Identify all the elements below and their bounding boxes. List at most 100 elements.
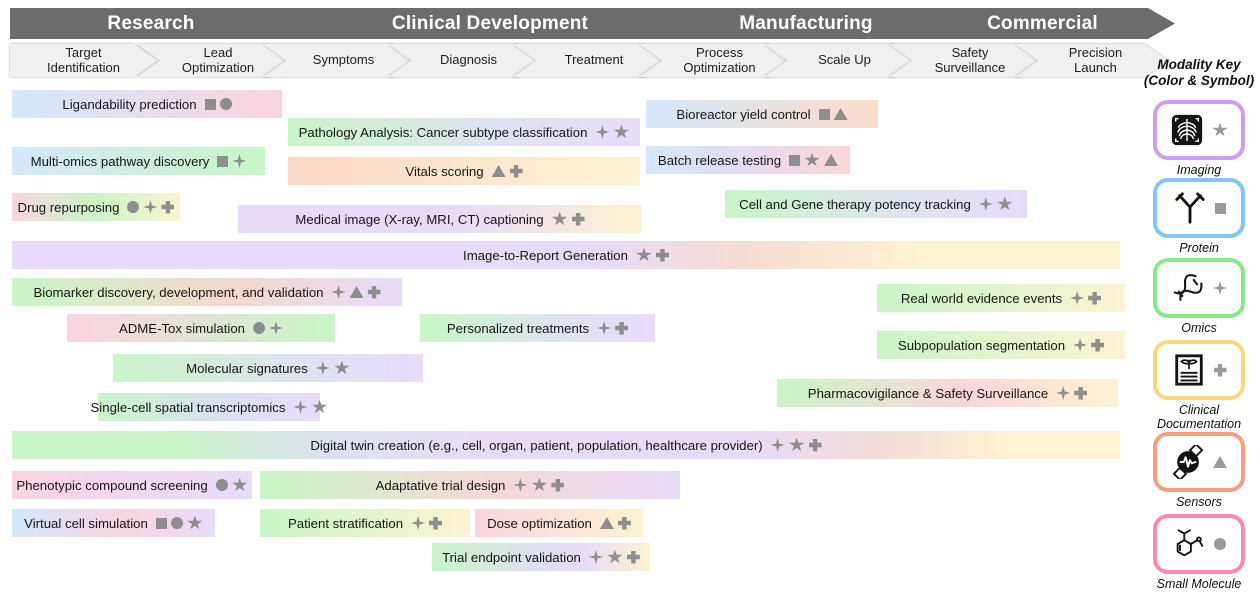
usecase-label: Phenotypic compound screening <box>16 477 208 493</box>
stage-chevron-wrap: Treatment <box>513 44 659 77</box>
phase-arrow-clinical-development: Clinical Development <box>268 8 702 39</box>
stage-chevron-wrap: Safety Surveillance <box>889 44 1035 77</box>
imaging-symbol-icon <box>997 196 1013 211</box>
clinical-documentation-symbol-icon <box>1088 291 1102 305</box>
clinical-documentation-symbol-icon <box>655 248 669 262</box>
omics-symbol-icon <box>513 478 528 492</box>
clinical-documentation-symbol-icon <box>626 550 640 564</box>
stage-chevron-wrap: Lead Optimization <box>137 44 283 77</box>
modality-symbols <box>599 516 631 530</box>
modality-symbols <box>978 196 1013 212</box>
modality-symbols <box>331 285 381 299</box>
omics-icon <box>1171 271 1205 305</box>
usecase-label: Ligandability prediction <box>62 96 197 112</box>
clinical-documentation-symbol-icon <box>617 516 631 530</box>
omics-symbol-icon <box>1070 291 1085 305</box>
usecase-bar: Bioreactor yield control <box>646 100 878 128</box>
usecase-label: Patient stratification <box>287 515 404 531</box>
usecase-bar: Image-to-Report Generation <box>12 241 1120 269</box>
sensors-symbol-icon <box>833 108 848 120</box>
small-molecule-icon <box>1172 527 1206 561</box>
usecase-bar: Vitals scoring <box>288 157 640 185</box>
stage-chevron-target-identification: Target Identification <box>10 44 157 77</box>
phase-arrow-research: Research <box>10 8 302 39</box>
clinical-documentation-symbol-icon <box>1074 386 1088 400</box>
usecase-bar: Patient stratification <box>260 509 470 537</box>
clinical-documentation-symbol-icon <box>571 212 585 226</box>
usecase-label: Digital twin creation (e.g., cell, organ… <box>310 437 763 453</box>
stage-chevron-wrap: Diagnosis <box>388 44 533 77</box>
usecase-label: Real world evidence events <box>900 290 1063 306</box>
key-box-small-molecule <box>1153 514 1245 574</box>
usecase-bar: Phenotypic compound screening <box>12 471 252 499</box>
stage-chevron-safety-surveillance: Safety Surveillance <box>889 44 1043 77</box>
modality-symbols <box>155 515 203 531</box>
protein-symbol-icon <box>217 155 229 167</box>
imaging-symbol-icon <box>311 399 328 414</box>
usecase-bar: Real world evidence events <box>877 284 1125 312</box>
small-molecule-symbol-icon <box>215 479 228 491</box>
usecase-label: Image-to-Report Generation <box>463 247 628 263</box>
usecase-label: Adaptative trial design <box>375 477 506 493</box>
stage-chevron-wrap: Symptoms <box>263 44 408 77</box>
imaging-symbol-icon <box>187 515 203 530</box>
imaging-symbol-icon <box>788 437 805 452</box>
key-item-imaging: Imaging <box>1146 100 1252 177</box>
sensors-symbol-icon <box>491 165 506 177</box>
omics-symbol-icon <box>293 400 308 414</box>
usecase-bar: Adaptative trial design <box>260 471 680 499</box>
protein-symbol-icon <box>1214 202 1226 214</box>
omics-symbol-icon <box>232 154 247 168</box>
modality-key-title-line1: Modality Key <box>1157 57 1241 72</box>
modality-key-title: Modality Key (Color & Symbol) <box>1140 57 1258 89</box>
usecase-label: Vitals scoring <box>405 163 484 179</box>
stage-chevron-scale-up: Scale Up <box>764 44 917 77</box>
modality-symbols <box>293 399 328 415</box>
modality-symbols <box>513 477 565 493</box>
key-label-protein: Protein <box>1179 241 1219 255</box>
usecase-label: Subpopulation segmentation <box>897 337 1066 353</box>
key-item-small-molecule: Small Molecule <box>1146 514 1252 591</box>
stage-chevron-wrap: Process Optimization <box>639 44 784 77</box>
protein-symbol-icon <box>155 517 167 529</box>
modality-symbols <box>636 247 669 263</box>
imaging-symbol-icon <box>613 124 630 139</box>
stage-chevron-wrap: Target Identification <box>10 44 157 77</box>
imaging-symbol-icon <box>531 477 548 492</box>
imaging-icon <box>1170 113 1204 147</box>
usecase-bar: Personalized treatments <box>420 314 655 342</box>
small-molecule-symbol-icon <box>170 517 183 529</box>
stage-chevron-wrap: Precision Launch <box>1015 44 1160 77</box>
usecase-label: Multi-omics pathway discovery <box>30 153 210 169</box>
omics-symbol-icon <box>331 285 346 299</box>
usecase-bar: Virtual cell simulation <box>12 509 215 537</box>
clinical-documentation-symbol-icon <box>367 285 381 299</box>
usecase-bar: ADME-Tox simulation <box>67 314 335 342</box>
usecase-bar: Multi-omics pathway discovery <box>12 147 265 175</box>
clinical-documentation-symbol-icon <box>1213 363 1227 377</box>
key-box-imaging <box>1153 100 1245 160</box>
clinical-documentation-symbol-icon <box>509 164 523 178</box>
modality-symbols <box>215 477 248 493</box>
usecase-bar: Cell and Gene therapy potency tracking <box>725 190 1027 218</box>
key-label-sensors: Sensors <box>1176 495 1222 509</box>
clinical-documentation-symbol-icon <box>1091 338 1105 352</box>
omics-symbol-icon <box>269 321 284 335</box>
usecase-bar: Batch release testing <box>646 146 850 174</box>
stage-chevron-precision-launch: Precision Launch <box>1015 44 1168 77</box>
imaging-symbol-icon <box>804 152 820 167</box>
sensors-symbol-icon <box>599 517 614 529</box>
usecase-bar: Molecular signatures <box>113 354 423 382</box>
omics-symbol-icon <box>1073 338 1088 352</box>
modality-symbols <box>597 321 629 335</box>
protein-symbol-icon <box>204 98 216 110</box>
imaging-symbol-icon <box>334 360 350 375</box>
sensors-icon <box>1171 445 1205 479</box>
small-molecule-symbol-icon <box>1214 538 1226 550</box>
key-box-omics <box>1153 258 1245 318</box>
small-molecule-symbol-icon <box>219 98 232 110</box>
omics-symbol-icon <box>143 200 158 214</box>
usecase-bar: Trial endpoint validation <box>432 543 650 571</box>
usecase-label: Pathology Analysis: Cancer subtype class… <box>298 124 588 140</box>
protein-icon <box>1173 191 1207 225</box>
